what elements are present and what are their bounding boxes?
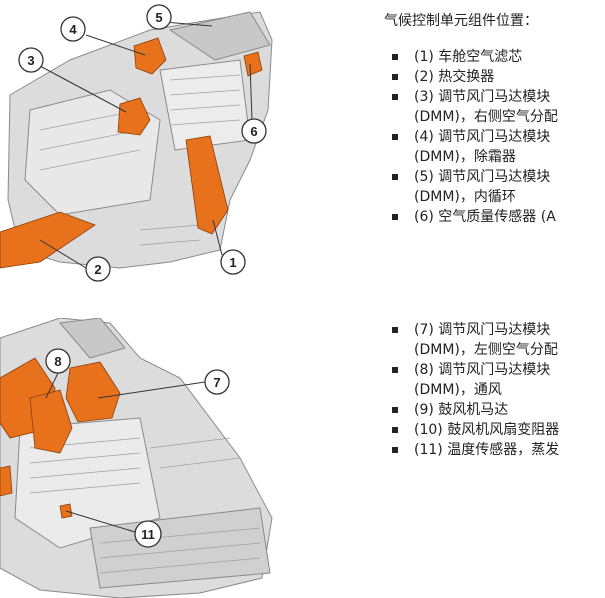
legend-item-6: (6) 空气质量传感器 (A [384,207,605,227]
legend-item-text: (5) 调节风门马达模块 [414,169,551,185]
callout-2: 2 [94,262,101,277]
legend-item-text: (1) 车舱空气滤芯 [414,49,523,65]
blower-motor [29,389,73,454]
legend-item-5: (5) 调节风门马达模块 (DMM)，内循环 [384,167,605,207]
legend-item-text: (9) 鼓风机马达 [414,402,509,418]
legend-item-3: (3) 调节风门马达模块 (DMM)，右侧空气分配 [384,87,605,127]
legend-item-text-cont: (DMM)，内循环 [414,189,516,205]
callout-6-circle [241,118,267,144]
hvac-unit-diagram-top: 1 2 3 4 5 6 [0,0,282,300]
legend-item-text: (2) 热交换器 [414,69,495,85]
legend-item-text-cont: (DMM)，除霜器 [414,149,516,165]
leader-lines-top [39,21,253,269]
callout-11-circle [134,520,162,548]
legend-item-11: (11) 温度传感器，蒸发 [384,440,605,460]
legend-item-9: (9) 鼓风机马达 [384,400,605,420]
housing-ribs-bottom [29,437,261,574]
legend-item-7: (7) 调节风门马达模块 (DMM)，左侧空气分配 [384,320,605,360]
hvac-unit-diagram-bottom: 7 8 11 [0,318,282,598]
legend-item-text-cont: (DMM)，右侧空气分配 [414,109,558,125]
callout-8: 8 [54,354,61,369]
callout-11: 11 [141,527,155,542]
component-legend-a: (1) 车舱空气滤芯 (2) 热交换器 (3) 调节风门马达模块 (DMM)，右侧… [384,47,605,227]
page-title: 气候控制单元组件位置： [384,13,538,29]
callout-4-circle [60,16,86,42]
dmm-right-air-distribution [117,97,151,136]
legend-item-2: (2) 热交换器 [384,67,605,87]
heat-exchanger [0,211,96,269]
callout-5: 5 [155,10,162,25]
callout-8-circle [45,348,71,374]
component-legend-b: (7) 调节风门马达模块 (DMM)，左侧空气分配 (8) 调节风门马达模块 (DM… [384,320,605,460]
blower-fan-resistor [0,465,13,497]
legend-item-10: (10) 鼓风机风扇变阻器 [384,420,605,440]
legend-item-text: (6) 空气质量传感器 (A [414,209,556,225]
housing-ribs-top [39,74,241,246]
legend-item-text-cont: (DMM)，左侧空气分配 [414,342,558,358]
callout-7: 7 [213,375,220,390]
hvac-housing-bottom [0,318,273,598]
legend-item-text: (3) 调节风门马达模块 [414,89,551,105]
legend-item-4: (4) 调节风门马达模块 (DMM)，除霜器 [384,127,605,167]
callout-3: 3 [27,53,34,68]
dmm-left-air-distribution [65,361,121,423]
cabin-air-filter [185,135,229,235]
callout-2-circle [85,256,111,282]
legend-item-1: (1) 车舱空气滤芯 [384,47,605,67]
air-quality-sensor [243,51,263,77]
legend-item-text-cont: (DMM)，通风 [414,382,502,398]
legend-item-8: (8) 调节风门马达模块 (DMM)，通风 [384,360,605,400]
component-text-panel: 气候控制单元组件位置： (1) 车舱空气滤芯 (2) 热交换器 (3) 调节风门… [384,0,605,598]
legend-item-text: (10) 鼓风机风扇变阻器 [414,422,560,438]
callout-6: 6 [250,124,257,139]
legend-item-text: (7) 调节风门马达模块 [414,322,551,338]
callout-1-circle [220,249,246,275]
leader-lines-bottom [45,372,206,533]
callout-5-circle [146,4,172,30]
callout-7-circle [204,369,230,395]
legend-item-text: (4) 调节风门马达模块 [414,129,551,145]
callout-4: 4 [69,22,77,37]
legend-item-text: (8) 调节风门马达模块 [414,362,551,378]
dmm-defroster [133,37,167,75]
legend-item-text: (11) 温度传感器，蒸发 [414,442,560,458]
callout-3-circle [18,47,44,73]
callout-1: 1 [229,255,236,270]
